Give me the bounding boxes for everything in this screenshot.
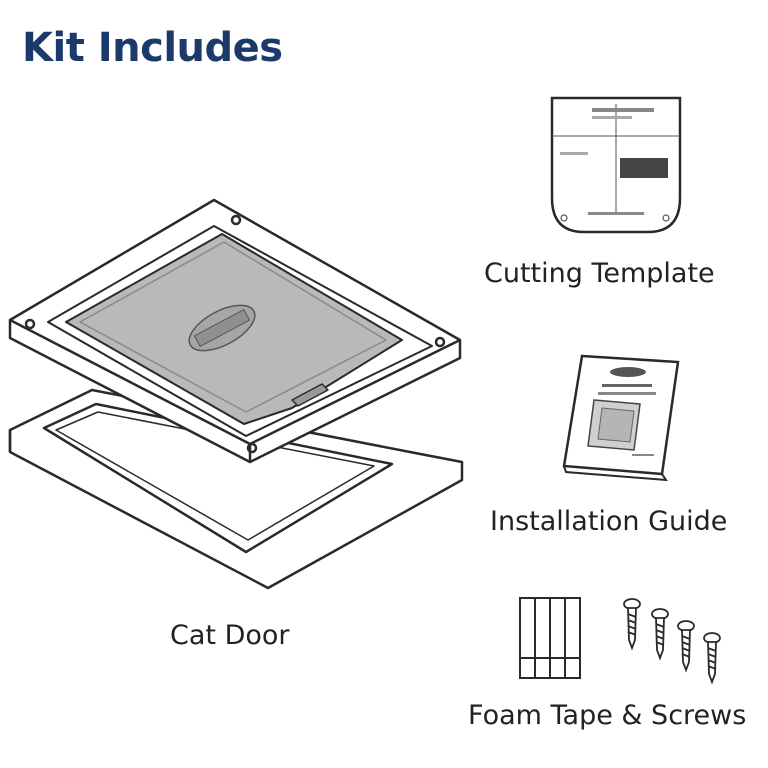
cat-door-icon <box>8 198 464 590</box>
installation-guide-icon <box>562 354 680 482</box>
foam-tape-screws-icon <box>519 597 721 685</box>
page-title: Kit Includes <box>22 25 283 71</box>
cat-door-label: Cat Door <box>170 620 290 651</box>
installation-guide-label: Installation Guide <box>490 506 728 537</box>
cutting-template-label: Cutting Template <box>484 258 715 289</box>
foam-tape-screws-label: Foam Tape & Screws <box>468 700 747 731</box>
cutting-template-icon <box>550 96 682 234</box>
